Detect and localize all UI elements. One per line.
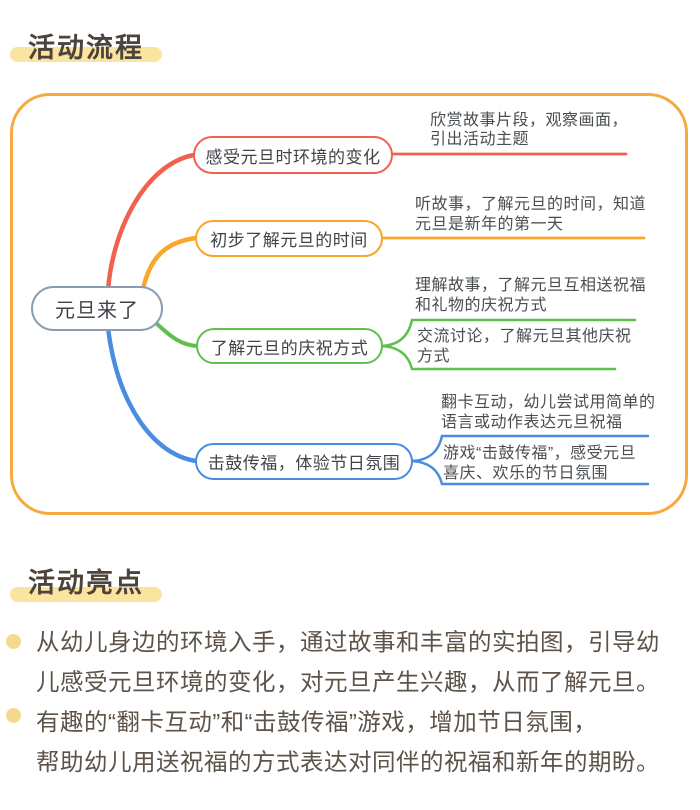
mindmap-connectors xyxy=(105,152,650,486)
mindmap-panel: 元旦来了 感受元旦时环境的变化 初步了解元旦的时间 了解元旦的庆祝方式 击鼓传福… xyxy=(10,93,688,515)
title-highlight-bar xyxy=(10,587,162,602)
bullet-item: 有趣的“翻卡互动”和“击鼓传福”游戏，增加节日氛围， 帮助幼儿用送祝福的方式表达… xyxy=(36,702,660,782)
note-line: 引出活动主题 xyxy=(430,131,530,148)
branch-note: 游戏“击鼓传福”，感受元旦 喜庆、欢乐的节日氛围 xyxy=(443,444,636,484)
note-line: 语言或动作表达元旦祝福 xyxy=(441,414,623,431)
branch-curve-orange xyxy=(140,235,199,292)
branch-note: 翻卡互动，幼儿尝试用简单的 语言或动作表达元旦祝福 xyxy=(441,393,656,433)
note-line: 交流讨论，了解元旦其他庆祝 xyxy=(417,328,632,345)
branch-note: 交流讨论，了解元旦其他庆祝 方式 xyxy=(417,327,632,367)
bullet-line: 有趣的“翻卡互动”和“击鼓传福”游戏，增加节日氛围， xyxy=(36,709,598,735)
mindmap-root-node: 元旦来了 xyxy=(31,286,163,331)
branch-node-celebration-ways: 了解元旦的庆祝方式 xyxy=(196,328,383,364)
branch-note: 理解故事，了解元旦互相送祝福 和礼物的庆祝方式 xyxy=(415,276,646,316)
note-line: 和礼物的庆祝方式 xyxy=(415,297,548,314)
branch-node-environment-change: 感受元旦时环境的变化 xyxy=(193,136,393,174)
section-title-activity-highlights: 活动亮点 xyxy=(28,568,144,598)
branch-curve-green xyxy=(154,321,199,348)
note-line: 元旦是新年的第一天 xyxy=(415,216,564,233)
note-line: 游戏“击鼓传福”，感受元旦 xyxy=(443,445,637,462)
green-note2-underline xyxy=(380,344,617,371)
bullet-line: 从幼儿身边的环境入手，通过故事和丰富的实拍图，引导幼 xyxy=(36,629,660,655)
branch-node-learn-time: 初步了解元旦的时间 xyxy=(195,220,383,257)
branch-note: 欣赏故事片段，观察画面， 引出活动主题 xyxy=(430,111,628,149)
bullet-line: 儿感受元旦环境的变化，对元旦产生兴趣，从而了解元旦。 xyxy=(36,669,660,695)
bullet-dot-icon xyxy=(6,634,21,649)
green-note1-underline xyxy=(380,318,637,348)
section-title-activity-flow: 活动流程 xyxy=(28,33,144,63)
bullet-dot-icon xyxy=(6,708,21,723)
branch-curve-blue xyxy=(105,325,199,464)
note-line: 方式 xyxy=(417,348,451,365)
bullet-item: 从幼儿身边的环境入手，通过故事和丰富的实拍图，引导幼 儿感受元旦环境的变化，对元… xyxy=(36,622,660,702)
note-line: 翻卡互动，幼儿尝试用简单的 xyxy=(441,394,656,411)
branch-node-drum-game: 击鼓传福，体验节日氛围 xyxy=(195,443,413,480)
blue-note2-underline xyxy=(410,459,650,486)
branch-note: 听故事，了解元旦的时间，知道 元旦是新年的第一天 xyxy=(415,195,646,235)
title-highlight-bar xyxy=(10,47,162,62)
note-line: 理解故事，了解元旦互相送祝福 xyxy=(415,277,647,294)
note-line: 欣赏故事片段，观察画面， xyxy=(430,112,629,129)
branch-curve-red xyxy=(105,152,197,294)
note-line: 听故事，了解元旦的时间，知道 xyxy=(415,196,647,213)
bullet-line: 帮助幼儿用送祝福的方式表达对同伴的祝福和新年的期盼。 xyxy=(36,749,660,775)
note-line: 喜庆、欢乐的节日氛围 xyxy=(443,465,609,482)
